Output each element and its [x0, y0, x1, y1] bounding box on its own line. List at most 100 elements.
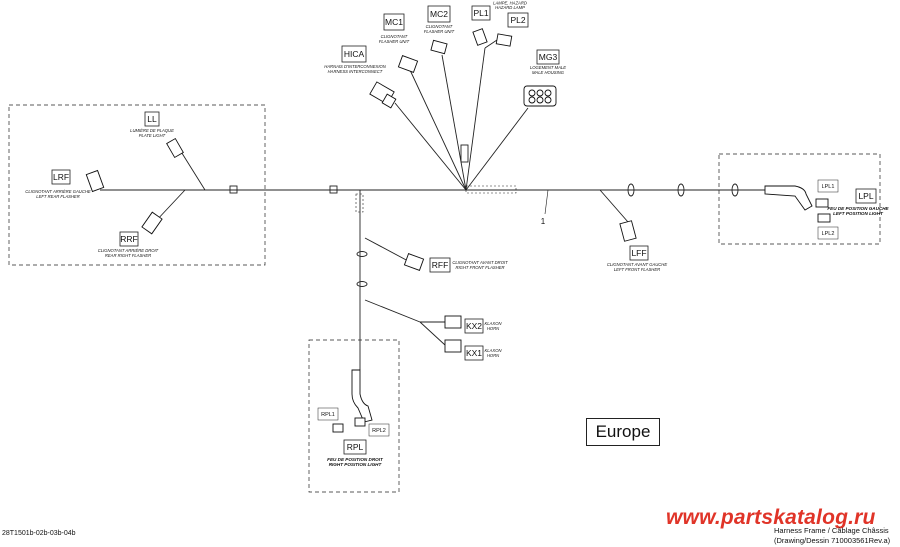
mc1-desc-en: FLASHER UNIT: [379, 39, 410, 44]
kx1-code: KX1: [466, 348, 482, 358]
rff-box: [429, 257, 451, 273]
grommet-4: [356, 251, 368, 257]
lpl-desc-en: LEFT POSITION LIGHT: [833, 211, 884, 216]
pl2-connector-icon: [495, 33, 513, 47]
mg3-pin: [544, 89, 552, 97]
pl2-desc-en: HAZARD LAMP: [495, 5, 525, 10]
wire-pl-branch: [484, 39, 498, 49]
hica-desc-en: HARNESS INTERCONNECT: [328, 69, 383, 74]
lrf-connector-icon: [85, 169, 105, 193]
fuse-sleeve: [460, 144, 469, 163]
rpl1-box: [317, 407, 339, 421]
mc1-desc-fr: CLIGNOTANT: [381, 34, 408, 39]
wire-to-kx1: [419, 321, 446, 346]
mg3-desc-fr: LOGEMENT MALE: [530, 65, 566, 70]
sleeve-hub: [465, 185, 517, 194]
lpl2-code: LPL2: [822, 231, 835, 237]
ll-desc-fr: LUMIÈRE DE PLAQUE: [130, 128, 174, 133]
rrf-code: RRF: [120, 234, 137, 244]
rpl-code: RPL: [347, 442, 364, 452]
clip-mid: [329, 185, 338, 194]
rpl2-connector-icon: [354, 417, 366, 427]
mc1-box: [383, 13, 405, 31]
pl1-connector-icon: [472, 28, 488, 46]
hica-code: HICA: [344, 49, 365, 59]
rpl1-code: RPL1: [321, 412, 335, 418]
rff-connector-icon: [403, 253, 425, 271]
rpl2-box: [368, 423, 390, 437]
lpl-code: LPL: [858, 191, 873, 201]
wire-to-kx: [364, 299, 421, 323]
drawing-title: Harness Frame / Câblage Châssis: [774, 526, 889, 535]
pl2-box: [507, 12, 529, 28]
wire-to-pl1: [465, 47, 486, 191]
sleeve-vertical: [355, 193, 364, 213]
lrf-code: LRF: [53, 172, 69, 182]
mg3-pin: [536, 96, 544, 104]
ll-code: LL: [147, 114, 157, 124]
lrf-desc-fr: CLIGNOTANT ARRIÈRE GAUCHE: [25, 189, 91, 194]
right-position-light-group-box: [308, 339, 400, 493]
ll-connector-icon: [166, 137, 184, 159]
clip-rear: [229, 185, 238, 194]
rpl2-code: RPL2: [372, 428, 386, 434]
wire-to-ll: [179, 149, 206, 191]
hica-connector-tab: [381, 93, 397, 109]
wire-to-mc1: [409, 69, 467, 191]
callout-number: 1: [541, 217, 546, 226]
rpl1-connector-icon: [332, 423, 344, 433]
grommet-1: [627, 183, 635, 197]
kx2-code: KX2: [466, 321, 482, 331]
drawing-code: 28T1501b-02b-03b-04b: [2, 530, 76, 537]
mc2-box: [427, 5, 451, 23]
kx1-desc-fr: KLAXON: [485, 348, 503, 353]
lpl-box: [855, 188, 877, 204]
rpl-desc-fr: FEU DE POSITION DROIT: [327, 457, 384, 462]
wire-to-lff: [599, 189, 629, 223]
pl1-box: [471, 5, 491, 21]
lpl1-box: [817, 179, 839, 193]
grommet-3: [731, 183, 739, 197]
wire-to-rff: [364, 237, 411, 263]
lrf-desc-en: LEFT REAR FLASHER: [36, 194, 80, 199]
lff-code: LFF: [631, 248, 646, 258]
wire-to-hica: [394, 102, 467, 191]
rrf-desc-en: REAR RIGHT FLASHER: [105, 253, 151, 258]
kx1-box: [464, 345, 484, 361]
region-label: Europe: [586, 418, 660, 446]
lpl2-box: [817, 226, 839, 240]
grommet-5: [356, 281, 368, 287]
pl2-desc-fr: LAMPE, HAZARD: [493, 1, 527, 6]
pl1-code: PL1: [473, 8, 488, 18]
kx2-desc-fr: KLAXON: [485, 321, 503, 326]
lff-connector-icon: [619, 220, 637, 242]
watermark: www.partskatalog.ru: [666, 506, 876, 529]
rpl-box: [343, 439, 367, 455]
mc2-code: MC2: [430, 9, 448, 19]
lff-box: [629, 245, 649, 261]
rrf-desc-fr: CLIGNOTANT ARRIÈRE DROIT: [98, 248, 159, 253]
wire-to-mg3: [465, 107, 529, 191]
mg3-box: [536, 49, 560, 65]
lpl-desc-fr: FEU DE POSITION GAUCHE: [827, 206, 889, 211]
mc1-code: MC1: [385, 17, 403, 27]
lpl-lamp-icon: [764, 185, 813, 211]
lpl1-connector-icon: [815, 198, 829, 208]
mg3-code: MG3: [539, 52, 558, 62]
lpl1-code: LPL1: [822, 184, 835, 190]
rff-desc-fr: CLIGNOTANT AVANT DROIT: [452, 260, 508, 265]
kx1-desc-en: HORN: [487, 353, 500, 358]
hica-box: [341, 45, 367, 63]
grommet-2: [677, 183, 685, 197]
rff-code: RFF: [432, 260, 449, 270]
lrf-box: [51, 169, 71, 185]
rear-lights-group-box: [8, 104, 266, 266]
pl2-code: PL2: [510, 15, 525, 25]
rpl-desc-en: RIGHT POSITION LIGHT: [329, 462, 383, 467]
rff-desc-en: RIGHT FRONT FLASHER: [455, 265, 504, 270]
lff-desc-en: LEFT FRONT FLASHER: [614, 267, 660, 272]
mg3-pin: [536, 89, 544, 97]
mg3-pin: [544, 96, 552, 104]
mc2-desc-fr: CLIGNOTANT: [426, 24, 453, 29]
